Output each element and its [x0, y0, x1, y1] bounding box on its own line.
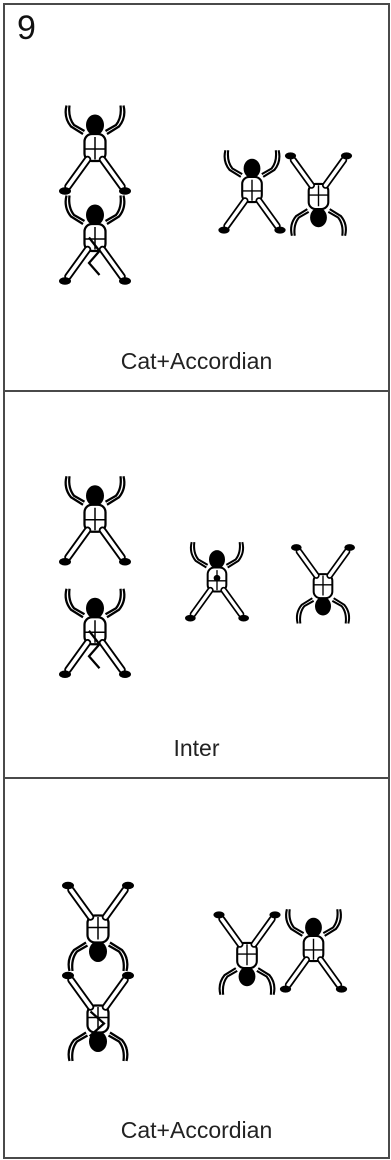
inter-diver-left	[177, 527, 257, 642]
panel-caption: Cat+Accordian	[5, 350, 388, 373]
panel-caption: Inter	[5, 737, 388, 760]
panel-cat-accordian-top: 9 Cat+Accordian	[5, 5, 388, 392]
formation-card: 9 Cat+Accordian Inter	[3, 3, 390, 1159]
panel-inter: Inter	[5, 392, 388, 779]
accordian-pair	[210, 140, 350, 260]
inter-diver-right	[283, 527, 363, 642]
accordian-pair-bottom	[205, 899, 345, 1019]
panel-cat-accordian-bottom: Cat+Accordian	[5, 779, 388, 1157]
inter-stack	[50, 457, 140, 707]
sequence-number: 9	[17, 11, 36, 45]
cat-stack	[50, 85, 140, 315]
panel-caption: Cat+Accordian	[5, 1119, 388, 1142]
cat-stack-inverted	[53, 854, 143, 1094]
